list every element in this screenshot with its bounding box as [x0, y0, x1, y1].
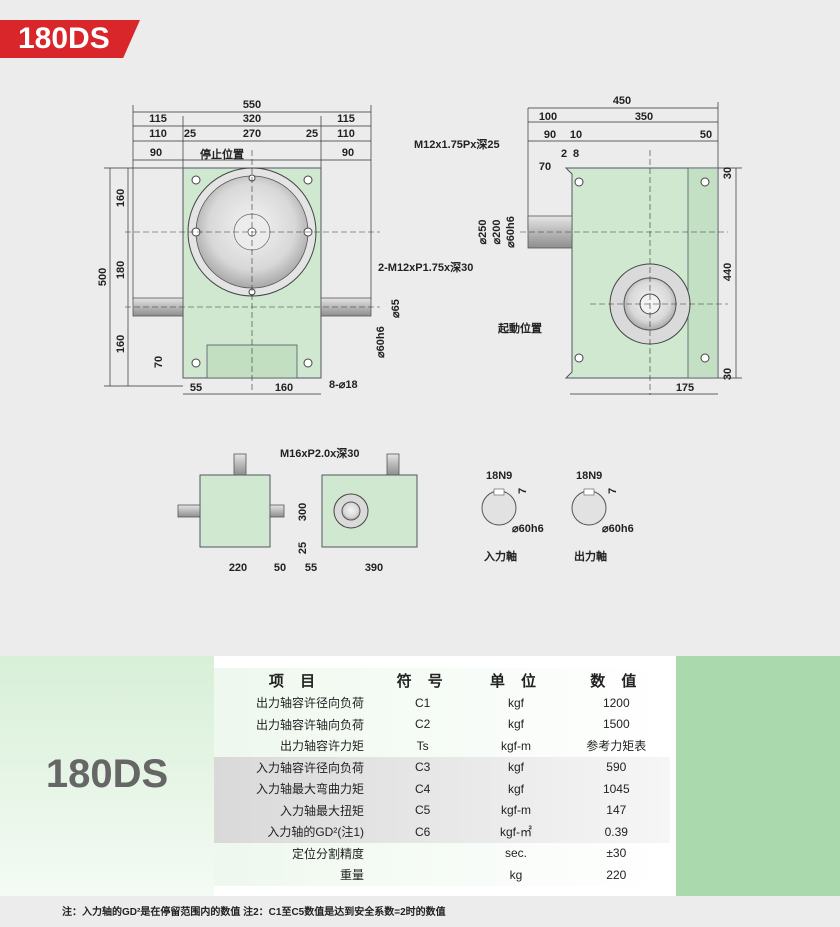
svg-text:18N9: 18N9: [486, 470, 512, 482]
header-symbol: 符 号: [396, 672, 449, 690]
green-panel: [676, 656, 840, 896]
svg-text:30: 30: [722, 167, 734, 179]
svg-text:25: 25: [297, 542, 309, 554]
header-value: 数 值: [590, 672, 643, 690]
svg-text:320: 320: [243, 113, 261, 125]
svg-text:550: 550: [243, 99, 261, 111]
svg-text:7: 7: [607, 488, 619, 494]
spec-table-header: 项 目 符 号 单 位 数 值: [214, 668, 670, 692]
svg-text:270: 270: [243, 128, 261, 140]
svg-text:100: 100: [539, 111, 557, 123]
footnote: 注：入力轴的GD²是在停留范围内的数值 注2：C1至C5数值是达到安全系数=2时…: [62, 907, 446, 918]
svg-text:M16xP2.0x深30: M16xP2.0x深30: [280, 446, 360, 460]
svg-text:55: 55: [305, 562, 317, 574]
header-item: 项 目: [268, 672, 322, 690]
svg-text:出力軸: 出力軸: [574, 549, 607, 563]
svg-text:55: 55: [190, 382, 202, 394]
model-panel: [0, 656, 214, 896]
svg-text:90: 90: [342, 147, 354, 159]
svg-text:115: 115: [337, 113, 355, 125]
svg-text:25: 25: [184, 128, 196, 140]
svg-text:18N9: 18N9: [576, 470, 602, 482]
svg-text:起動位置: 起動位置: [497, 321, 542, 335]
svg-text:160: 160: [275, 382, 293, 394]
svg-text:⌀250: ⌀250: [477, 220, 489, 245]
svg-text:440: 440: [722, 263, 734, 281]
svg-text:⌀200: ⌀200: [491, 220, 503, 245]
svg-text:500: 500: [97, 268, 109, 286]
svg-text:2-M12xP1.75x深30: 2-M12xP1.75x深30: [378, 260, 473, 274]
svg-text:70: 70: [153, 356, 165, 368]
model-title: 180DS: [45, 752, 169, 796]
svg-text:50: 50: [700, 129, 712, 141]
svg-text:10: 10: [570, 129, 582, 141]
svg-text:175: 175: [676, 382, 694, 394]
svg-text:450: 450: [613, 95, 631, 107]
svg-text:390: 390: [365, 562, 383, 574]
model-badge: 180DS: [0, 20, 140, 58]
svg-text:⌀65: ⌀65: [390, 299, 402, 318]
svg-text:⌀60h6: ⌀60h6: [512, 523, 544, 535]
svg-text:350: 350: [635, 111, 653, 123]
svg-text:160: 160: [115, 335, 127, 353]
svg-text:30: 30: [722, 368, 734, 380]
svg-text:160: 160: [115, 189, 127, 207]
svg-text:220: 220: [229, 562, 247, 574]
svg-text:110: 110: [337, 128, 355, 140]
technical-drawing: 550 115 320 115 110 25 270 25 110 90 90 …: [97, 95, 742, 574]
svg-text:50: 50: [274, 562, 286, 574]
svg-text:⌀60h6: ⌀60h6: [505, 216, 517, 248]
svg-text:7: 7: [517, 488, 529, 494]
svg-text:70: 70: [539, 161, 551, 173]
svg-text:8: 8: [573, 148, 579, 160]
header-unit: 单 位: [489, 672, 543, 690]
svg-text:115: 115: [149, 113, 167, 125]
svg-text:⌀60h6: ⌀60h6: [602, 523, 634, 535]
svg-text:停止位置: 停止位置: [200, 147, 244, 161]
svg-text:M12x1.75Px深25: M12x1.75Px深25: [414, 137, 500, 151]
svg-text:25: 25: [306, 128, 318, 140]
svg-text:90: 90: [150, 147, 162, 159]
svg-text:110: 110: [149, 128, 167, 140]
svg-text:90: 90: [544, 129, 556, 141]
svg-text:2: 2: [561, 148, 567, 160]
svg-text:入力軸: 入力軸: [484, 549, 517, 563]
svg-text:8-⌀18: 8-⌀18: [329, 379, 358, 391]
svg-text:300: 300: [297, 503, 309, 521]
svg-text:180: 180: [115, 261, 127, 279]
svg-text:⌀60h6: ⌀60h6: [375, 326, 387, 358]
